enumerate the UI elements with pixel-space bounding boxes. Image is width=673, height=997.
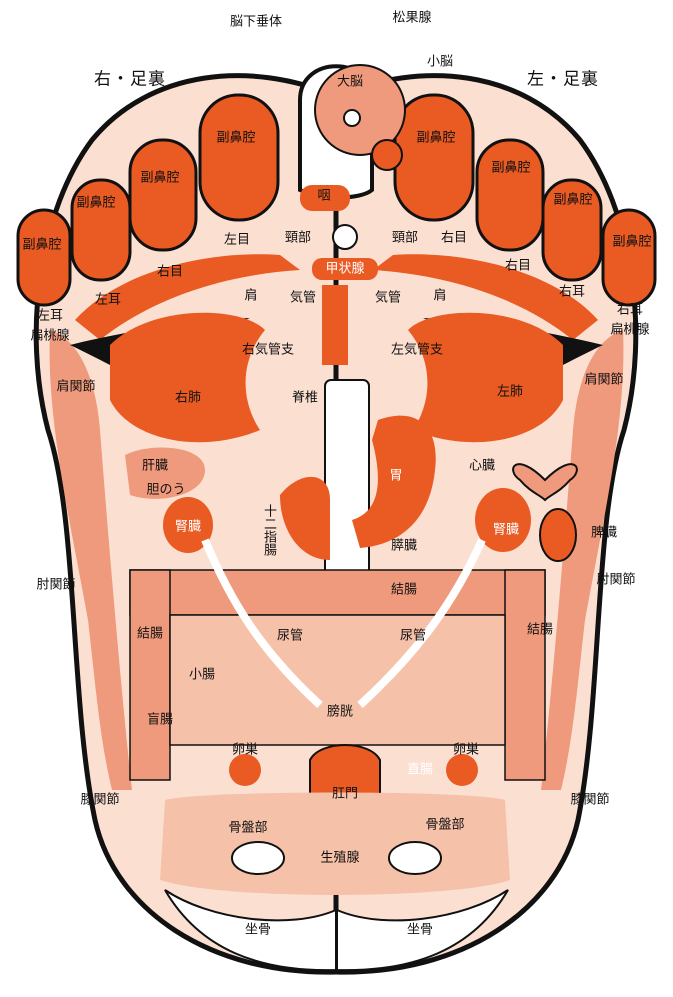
label-anus: 肛門 xyxy=(332,787,358,802)
label-colon-center: 結腸 xyxy=(391,583,417,598)
label-pancreas: 膵臓 xyxy=(391,539,417,554)
left-ovary-shape xyxy=(446,754,478,786)
label-knee-left: 膝関節 xyxy=(570,793,609,808)
label-ureter-left: 尿管 xyxy=(400,629,426,644)
descending-colon xyxy=(505,570,545,780)
label-ureter-right: 尿管 xyxy=(277,629,303,644)
label-sinus-6: 副鼻腔 xyxy=(491,161,530,176)
pituitary-dot xyxy=(344,110,360,126)
label-ovary-left: 卵巣 xyxy=(453,743,479,758)
label-kidney-right: 腎臓 xyxy=(175,520,201,535)
label-right-eye: 右目 xyxy=(441,231,467,246)
label-sinus-4: 副鼻腔 xyxy=(22,238,61,253)
trachea-tube xyxy=(322,285,348,365)
left-foot-title: 左・足裏 xyxy=(527,71,599,90)
right-pelvis-hole xyxy=(232,842,284,874)
label-sinus-3: 副鼻腔 xyxy=(76,196,115,211)
label-liver: 肝臓 xyxy=(142,459,168,474)
label-gallbladder: 胆のう xyxy=(146,483,185,498)
label-duodenum: 十二指腸 xyxy=(261,504,275,556)
label-sciatic-left: 坐骨 xyxy=(407,923,433,938)
label-neck-left: 頸部 xyxy=(285,231,311,246)
label-pineal: 松果腺 xyxy=(392,11,431,26)
label-spleen: 脾臓 xyxy=(591,526,617,541)
label-sciatic-right: 坐骨 xyxy=(245,923,271,938)
label-bladder: 膀胱 xyxy=(327,705,353,720)
label-shoulder-joint-right: 肩関節 xyxy=(56,380,95,395)
label-neck-right: 頸部 xyxy=(392,231,418,246)
label-pituitary: 脳下垂体 xyxy=(230,15,282,30)
left-pelvis-hole xyxy=(389,842,441,874)
label-pelvis-right: 骨盤部 xyxy=(228,821,267,836)
neck-node xyxy=(333,225,357,249)
label-sinus-2: 副鼻腔 xyxy=(140,171,179,186)
label-stomach: 胃 xyxy=(389,469,402,484)
label-small-intestine: 小腸 xyxy=(189,668,215,683)
label-kidney-left: 腎臓 xyxy=(493,523,519,538)
label-right-ear-2: 右耳 xyxy=(617,303,643,318)
right-lung-shape xyxy=(110,313,265,442)
label-spine: 脊椎 xyxy=(292,391,318,406)
right-foot-title: 右・足裏 xyxy=(94,71,166,90)
label-elbow-left: 肘関節 xyxy=(596,573,635,588)
label-trachea-right: 気管 xyxy=(375,291,401,306)
spleen-shape xyxy=(540,509,576,561)
label-cerebrum: 大脳 xyxy=(337,75,363,90)
label-right-ear: 右耳 xyxy=(559,285,585,300)
label-trachea-left: 気管 xyxy=(290,291,316,306)
pelvis-band xyxy=(160,793,510,896)
label-throat: 咽 xyxy=(317,189,330,204)
label-colon-right: 結腸 xyxy=(137,627,163,642)
small-intestine-area xyxy=(170,615,505,745)
label-bronchus-right: 右気管支 xyxy=(242,343,294,358)
label-knee-right: 膝関節 xyxy=(80,793,119,808)
label-shoulder-right: 肩 xyxy=(433,289,446,304)
cerebellum-shape xyxy=(372,140,402,170)
label-appendix: 盲腸 xyxy=(147,713,173,728)
label-tonsil-right: 扁桃腺 xyxy=(610,323,649,338)
transverse-colon xyxy=(130,570,545,615)
label-pelvis-left: 骨盤部 xyxy=(425,818,464,833)
label-left-ear: 左耳 xyxy=(95,293,121,308)
label-right-lung: 右肺 xyxy=(175,391,201,406)
label-sinus-5: 副鼻腔 xyxy=(416,131,455,146)
label-elbow-right: 肘関節 xyxy=(36,578,75,593)
label-right-eye-2: 右目 xyxy=(505,259,531,274)
label-shoulder-joint-left: 肩関節 xyxy=(584,373,623,388)
label-shoulder-left: 肩 xyxy=(244,289,257,304)
left-lung-shape xyxy=(408,313,563,442)
label-genitals: 生殖腺 xyxy=(320,851,359,866)
right-ovary-shape xyxy=(229,754,261,786)
ascending-colon xyxy=(130,570,170,780)
label-colon-left: 結腸 xyxy=(527,623,553,638)
label-left-eye-2: 右目 xyxy=(157,265,183,280)
label-thyroid: 甲状腺 xyxy=(325,262,364,277)
label-sinus-1: 副鼻腔 xyxy=(216,131,255,146)
label-left-ear-2: 左耳 xyxy=(37,309,63,324)
label-sinus-8: 副鼻腔 xyxy=(612,235,651,250)
label-left-eye: 左目 xyxy=(224,233,250,248)
label-heart: 心臓 xyxy=(469,459,495,474)
label-bronchus-left: 左気管支 xyxy=(391,343,443,358)
label-rectum: 直腸 xyxy=(407,763,433,778)
label-tonsil-left: 扁桃腺 xyxy=(30,329,69,344)
label-cerebellum: 小脳 xyxy=(427,55,453,70)
label-left-lung: 左肺 xyxy=(497,385,523,400)
label-sinus-7: 副鼻腔 xyxy=(553,193,592,208)
label-ovary-right: 卵巣 xyxy=(232,743,258,758)
